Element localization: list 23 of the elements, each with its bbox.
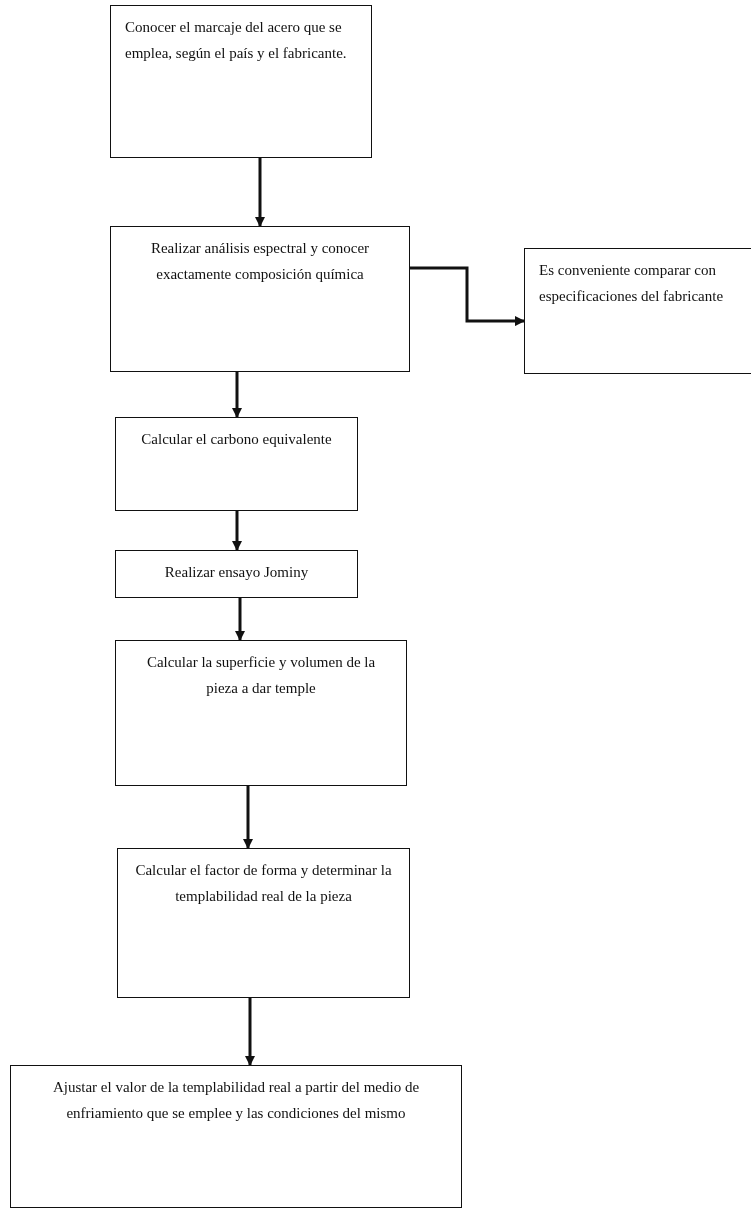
process-box	[110, 226, 410, 372]
process-box	[117, 848, 410, 998]
step-text: Es conveniente comparar con especificaciones del fabricante	[539, 261, 725, 306]
process-box	[10, 1065, 462, 1208]
arrow	[410, 266, 525, 327]
arrow	[232, 372, 242, 418]
step-text: Realizar análisis espectral y conocer exactamente composición química	[149, 239, 371, 284]
step-text: Calcular la superficie y volumen de la pieza a dar temple	[145, 653, 377, 698]
step-text: Calcular el carbono equivalente	[140, 430, 333, 449]
process-box	[115, 550, 358, 598]
arrow	[243, 786, 253, 849]
arrow	[232, 511, 242, 551]
arrow	[245, 998, 255, 1066]
step-text: Conocer el marcaje del acero que se emplea, según el país y el fabricante.	[125, 18, 348, 63]
arrow	[235, 598, 245, 641]
process-box	[115, 640, 407, 786]
arrow	[255, 158, 265, 227]
process-box	[110, 5, 372, 158]
step-text: Calcular el factor de forma y determinar la templabilidad real de la pieza	[134, 861, 393, 906]
process-box	[524, 248, 751, 374]
process-box	[115, 417, 358, 511]
step-text: Realizar ensayo Jominy	[163, 563, 310, 582]
step-text: Ajustar el valor de la templabilidad real a partir del medio de enfriamiento que se emplee y las condiciones del mismo	[51, 1078, 421, 1123]
